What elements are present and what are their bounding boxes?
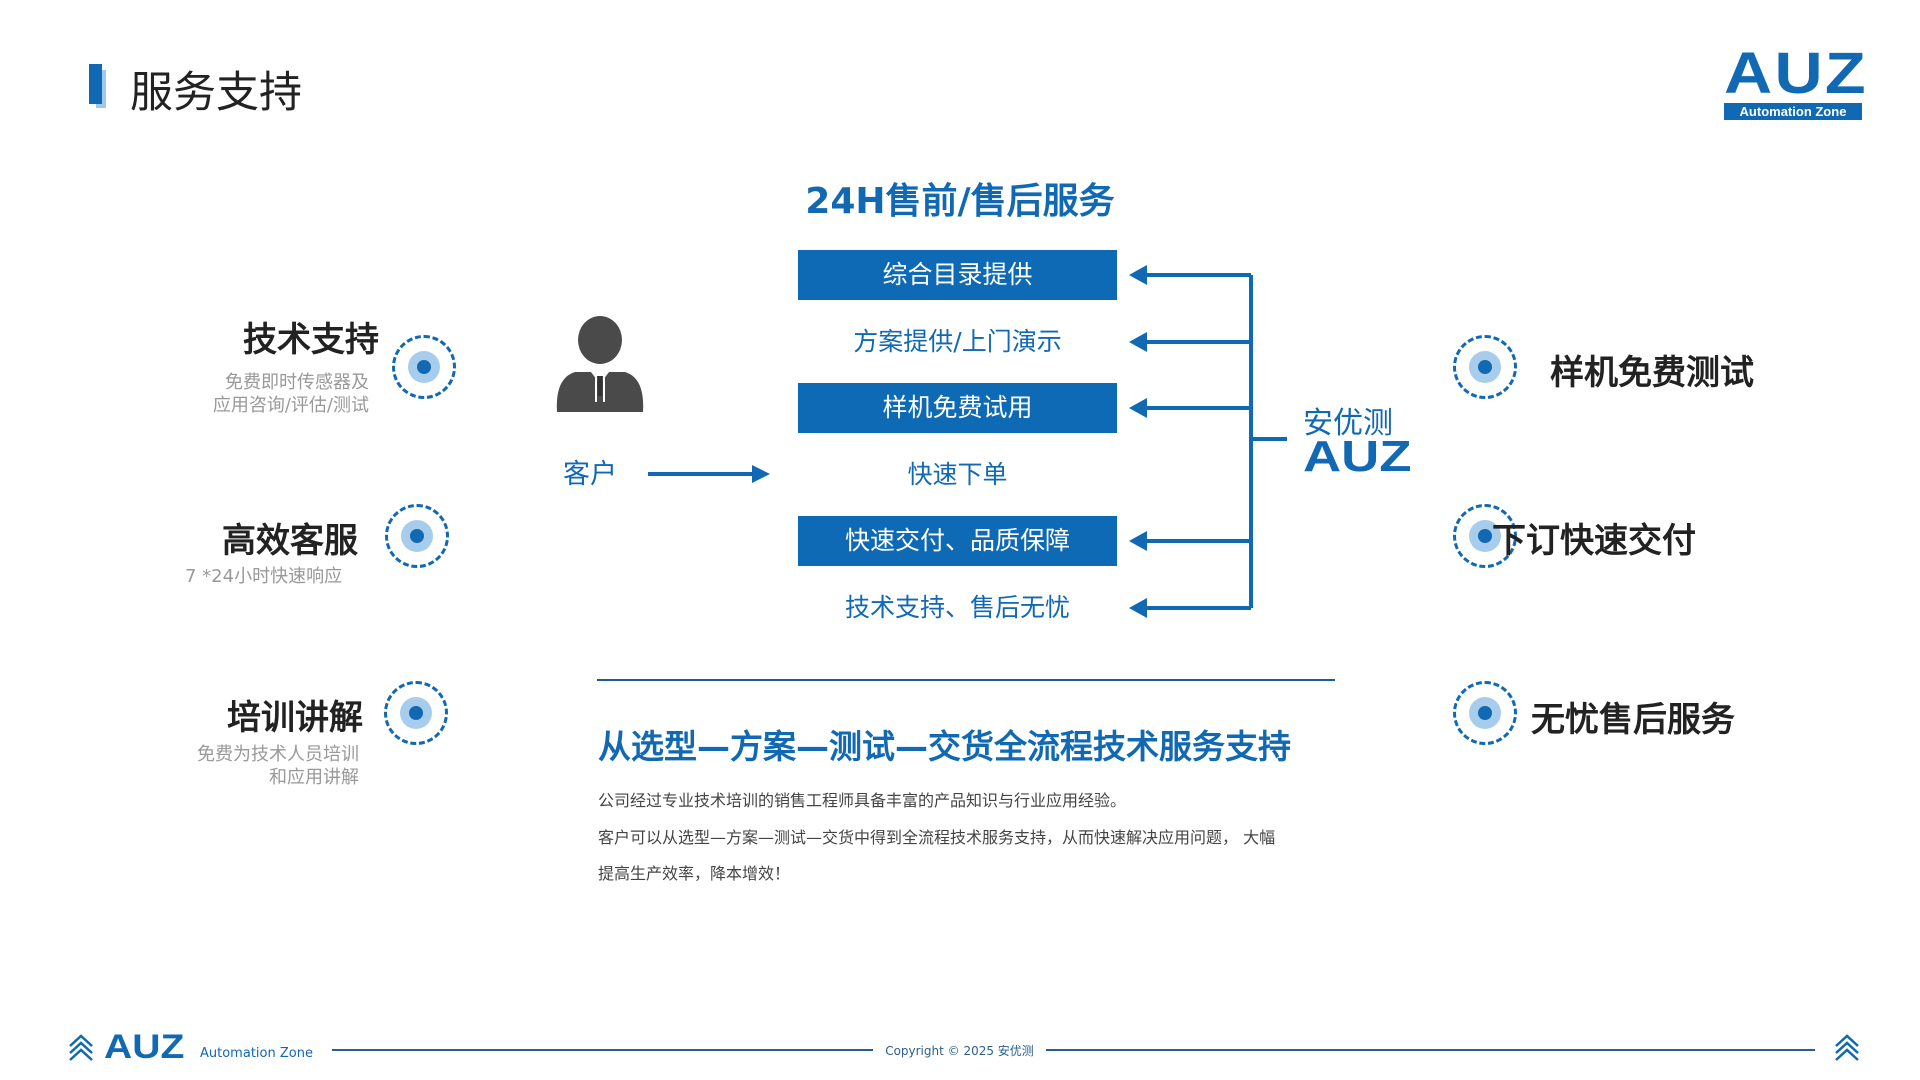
target-icon <box>385 504 449 568</box>
footer-chevron-icon <box>69 1034 93 1061</box>
customer-label: 客户 <box>563 459 617 490</box>
customer-arrow-icon <box>648 465 770 483</box>
divider <box>597 679 1335 681</box>
footer-chevron-icon <box>1835 1034 1859 1061</box>
service-row: 快速下单 <box>907 460 1008 489</box>
feature-sample-test: 样机免费测试 <box>1550 353 1754 393</box>
footer-line-right <box>1046 1049 1815 1051</box>
feature-title: 高效客服 <box>222 521 358 561</box>
feature-desc: 免费为技术人员培训 <box>197 744 359 765</box>
logo-text: AUZ <box>1724 41 1868 106</box>
feature-fast-delivery: 下订快速交付 <box>1492 521 1696 561</box>
provider-name: 安优测 <box>1303 406 1393 441</box>
footer-logo: AUZ <box>104 1028 185 1066</box>
target-icon <box>1453 335 1517 399</box>
target-icon <box>1453 681 1517 745</box>
target-icon <box>392 335 456 399</box>
summary-line: 客户可以从选型—方案—测试—交货中得到全流程技术服务支持，从而快速解决应用问题，… <box>598 828 1276 847</box>
feature-desc: 和应用讲解 <box>269 767 359 788</box>
summary-line: 公司经过专业技术培训的销售工程师具备丰富的产品知识与行业应用经验。 <box>598 791 1127 810</box>
footer-line-left <box>332 1049 873 1051</box>
provider-connector-arrows <box>1129 265 1287 618</box>
feature-after-sales: 无忧售后服务 <box>1531 700 1735 740</box>
feature-desc: 应用咨询/评估/测试 <box>212 395 369 416</box>
footer-logo-sub: Automation Zone <box>200 1046 313 1061</box>
summary-title: 从选型—方案—测试—交货全流程技术服务支持 <box>598 727 1291 766</box>
title-accent-bar <box>89 64 102 104</box>
copyright: Copyright © 2025 安优测 <box>885 1044 1034 1058</box>
brand-logo: AUZ Automation Zone <box>1724 45 1866 120</box>
target-icon <box>1453 504 1517 568</box>
feature-desc: 7 *24小时快速响应 <box>185 566 343 587</box>
page-title: 服务支持 <box>130 68 302 118</box>
feature-desc: 免费即时传感器及 <box>225 372 369 393</box>
summary-line: 提高生产效率，降本增效！ <box>598 864 791 883</box>
target-icon <box>384 681 448 745</box>
feature-training: 培训讲解 免费为技术人员培训 和应用讲解 <box>197 690 363 789</box>
service-row: 快速交付、品质保障 <box>798 516 1117 566</box>
flow-title: 24H售前/售后服务 <box>805 181 1115 222</box>
service-row: 技术支持、售后无忧 <box>844 593 1070 622</box>
service-row: 综合目录提供 <box>798 250 1117 300</box>
feature-customer-service: 高效客服 <box>222 513 358 562</box>
service-row: 方案提供/上门演示 <box>853 327 1062 356</box>
provider-logo: AUZ <box>1303 432 1412 481</box>
service-row: 样机免费试用 <box>798 383 1117 433</box>
logo-subtitle: Automation Zone <box>1724 103 1862 120</box>
feature-title: 技术支持 <box>243 320 379 360</box>
feature-tech-support: 技术支持 免费即时传感器及 应用咨询/评估/测试 <box>213 312 379 417</box>
feature-title: 培训讲解 <box>227 698 363 738</box>
customer-person-icon <box>556 316 644 412</box>
